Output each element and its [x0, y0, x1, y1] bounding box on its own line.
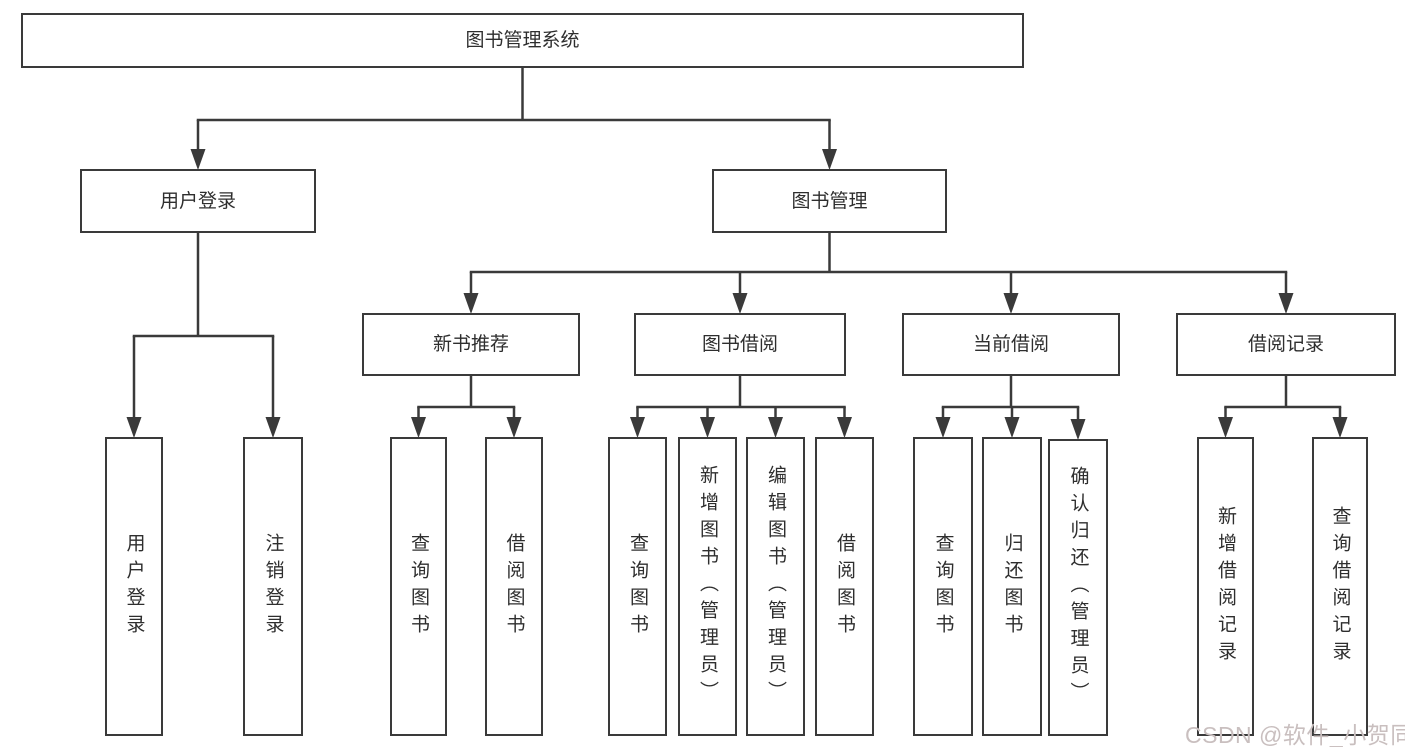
arrowhead-down-icon	[506, 417, 522, 438]
node-br-query-record: 查询借阅记录	[1312, 437, 1368, 736]
arrowhead-down-icon	[1278, 293, 1294, 314]
node-user-login-group: 用户登录	[80, 169, 316, 233]
node-label-current-borrow: 当前借阅	[972, 334, 1049, 355]
node-cb-query-books: 查询图书	[913, 437, 973, 736]
edge-book-management	[463, 233, 1294, 314]
node-br-add-record: 新增借阅记录	[1197, 437, 1254, 736]
edge-new-book-recommend	[411, 376, 522, 438]
arrowhead-down-icon	[822, 149, 837, 170]
arrowhead-down-icon	[190, 149, 206, 170]
arrowhead-down-icon	[768, 417, 783, 438]
arrowhead-down-icon	[265, 417, 281, 438]
node-label-bb-query-books: 查询图书	[627, 532, 648, 641]
node-label-book-management: 图书管理	[791, 190, 868, 212]
node-label-new-book-recommend: 新书推荐	[432, 334, 509, 355]
arrowhead-down-icon	[463, 293, 479, 314]
node-label-cb-return-books: 归还图书	[1001, 532, 1023, 641]
arrowhead-down-icon	[1070, 419, 1086, 440]
node-label-cb-query-books: 查询图书	[932, 532, 954, 641]
node-label-borrow-records: 借阅记录	[1247, 334, 1324, 355]
node-label-nb-query-books: 查询图书	[408, 532, 429, 641]
node-user-login-leaf: 用户登录	[105, 437, 163, 736]
node-label-br-query-record: 查询借阅记录	[1329, 505, 1351, 668]
node-label-bb-add-books-admin: 新增图书（管理员）	[697, 465, 718, 708]
node-label-nb-borrow-books: 借阅图书	[503, 532, 525, 641]
edge-current-borrow	[935, 376, 1086, 440]
node-nb-borrow-books: 借阅图书	[485, 437, 543, 736]
node-nb-query-books: 查询图书	[390, 437, 447, 736]
node-label-root: 图书管理系统	[465, 30, 580, 51]
arrowhead-down-icon	[1003, 293, 1019, 314]
node-book-borrow: 图书借阅	[634, 313, 846, 376]
arrowhead-down-icon	[1332, 417, 1348, 438]
node-borrow-records: 借阅记录	[1176, 313, 1396, 376]
arrowhead-down-icon	[732, 293, 748, 314]
arrowhead-down-icon	[630, 417, 645, 438]
node-label-logout-leaf: 注销登录	[262, 532, 284, 641]
arrowhead-down-icon	[837, 417, 852, 438]
edge-user-login-group	[126, 233, 281, 438]
node-label-user-login-group: 用户登录	[159, 190, 236, 212]
node-logout-leaf: 注销登录	[243, 437, 303, 736]
node-label-book-borrow: 图书借阅	[701, 334, 778, 355]
node-cb-return-books: 归还图书	[982, 437, 1042, 736]
arrowhead-down-icon	[935, 417, 951, 438]
node-label-br-add-record: 新增借阅记录	[1215, 505, 1236, 668]
edge-borrow-records	[1218, 376, 1348, 438]
arrowhead-down-icon	[1004, 417, 1020, 438]
node-bb-edit-books-admin: 编辑图书（管理员）	[746, 437, 805, 736]
edge-root	[190, 68, 837, 170]
node-book-management: 图书管理	[712, 169, 947, 233]
node-label-bb-borrow-books: 借阅图书	[834, 532, 855, 641]
node-current-borrow: 当前借阅	[902, 313, 1120, 376]
node-label-cb-confirm-return-admin: 确认归还（管理员）	[1067, 466, 1089, 709]
node-label-user-login-leaf: 用户登录	[123, 532, 145, 641]
node-cb-confirm-return-admin: 确认归还（管理员）	[1048, 439, 1108, 736]
node-bb-query-books: 查询图书	[608, 437, 667, 736]
node-new-book-recommend: 新书推荐	[362, 313, 580, 376]
node-bb-add-books-admin: 新增图书（管理员）	[678, 437, 737, 736]
node-bb-borrow-books: 借阅图书	[815, 437, 874, 736]
watermark-text: CSDN @软件_小贺同学	[1185, 722, 1405, 747]
node-label-bb-edit-books-admin: 编辑图书（管理员）	[765, 465, 786, 708]
node-root: 图书管理系统	[21, 13, 1024, 68]
arrowhead-down-icon	[126, 417, 142, 438]
edge-book-borrow	[630, 376, 852, 438]
arrowhead-down-icon	[411, 417, 426, 438]
arrowhead-down-icon	[1218, 417, 1233, 438]
arrowhead-down-icon	[700, 417, 715, 438]
